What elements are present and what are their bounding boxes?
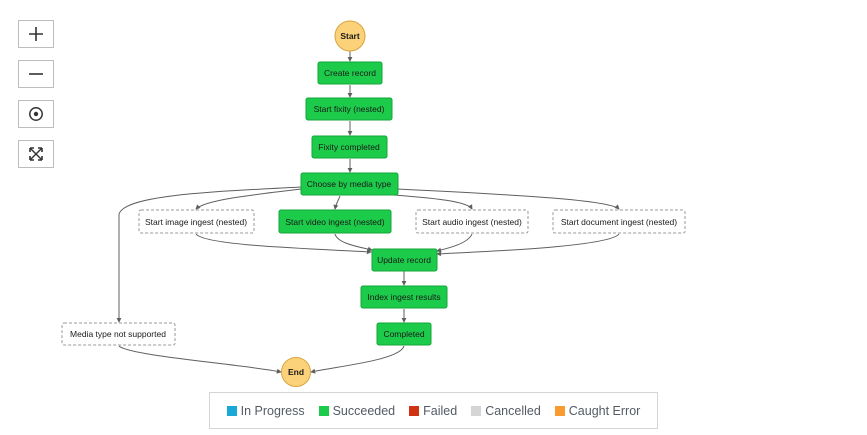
- node-create-record-label: Create record: [324, 68, 376, 78]
- node-audio-ingest-label: Start audio ingest (nested): [422, 217, 522, 227]
- node-create-record[interactable]: Create record: [317, 61, 383, 85]
- node-fixity-completed-label: Fixity completed: [318, 142, 380, 152]
- node-media-not-supported[interactable]: Media type not supported: [61, 322, 176, 346]
- graph-edges: [116, 51, 620, 374]
- legend-swatch: [554, 405, 565, 416]
- fit-to-screen-button[interactable]: [18, 140, 54, 168]
- legend-label: Succeeded: [332, 403, 396, 418]
- legend-swatch: [318, 405, 329, 416]
- node-completed[interactable]: Completed: [376, 322, 432, 346]
- legend-label: Failed: [423, 403, 458, 418]
- edge-choose-document: [396, 188, 620, 210]
- zoom-in-button[interactable]: [18, 20, 54, 48]
- legend-label: In Progress: [240, 403, 305, 418]
- edge-choose-unsupported: [116, 186, 303, 323]
- legend-swatch: [226, 405, 237, 416]
- zoom-out-button[interactable]: [18, 60, 54, 88]
- node-video-ingest-label: Start video ingest (nested): [285, 217, 384, 227]
- edge-choose-video: [333, 195, 341, 210]
- legend-item-caught-error: Caught Error: [554, 403, 641, 418]
- legend-item-cancelled: Cancelled: [471, 404, 541, 418]
- node-start[interactable]: Start: [334, 20, 366, 52]
- node-index-results-label: Index ingest results: [367, 292, 440, 302]
- edge-completed-end: [310, 345, 405, 374]
- legend-item-succeeded: Succeeded: [318, 403, 396, 418]
- node-choose-media-type[interactable]: Choose by media type: [300, 172, 399, 196]
- node-end[interactable]: End: [281, 357, 311, 387]
- edge-choose-image: [195, 188, 303, 210]
- node-image-ingest-label: Start image ingest (nested): [145, 217, 247, 227]
- node-media-not-supported-label: Media type not supported: [70, 329, 166, 339]
- expand-icon: [29, 147, 43, 161]
- edge-image-update: [195, 233, 372, 255]
- node-video-ingest[interactable]: Start video ingest (nested): [278, 209, 392, 234]
- legend-item-in-progress: In Progress: [226, 403, 305, 418]
- node-image-ingest[interactable]: Start image ingest (nested): [138, 209, 255, 234]
- node-document-ingest-label: Start document ingest (nested): [561, 217, 677, 227]
- target-icon: [29, 107, 43, 121]
- legend-swatch: [471, 405, 482, 416]
- node-start-fixity[interactable]: Start fixity (nested): [305, 97, 393, 121]
- edge-audio-update: [436, 233, 473, 253]
- legend-label: Caught Error: [568, 403, 641, 418]
- edge-unsupported-end: [118, 345, 282, 374]
- node-update-record[interactable]: Update record: [371, 248, 438, 272]
- node-completed-label: Completed: [383, 329, 424, 339]
- node-index-results[interactable]: Index ingest results: [360, 285, 448, 309]
- edge-document-update: [436, 233, 620, 257]
- node-audio-ingest[interactable]: Start audio ingest (nested): [415, 209, 529, 234]
- node-end-label: End: [288, 367, 304, 377]
- status-legend: In Progress Succeeded Failed Cancelled C…: [209, 392, 658, 429]
- node-start-label: Start: [340, 31, 360, 41]
- node-choose-media-type-label: Choose by media type: [307, 179, 392, 189]
- minus-icon: [29, 73, 43, 75]
- edge-choose-audio: [379, 193, 473, 210]
- plus-icon: [29, 27, 43, 41]
- legend-label: Cancelled: [485, 403, 541, 418]
- node-document-ingest[interactable]: Start document ingest (nested): [552, 209, 686, 234]
- node-update-record-label: Update record: [377, 255, 431, 265]
- node-start-fixity-label: Start fixity (nested): [314, 104, 385, 114]
- node-fixity-completed[interactable]: Fixity completed: [311, 135, 388, 159]
- legend-swatch: [409, 405, 420, 416]
- legend-item-failed: Failed: [409, 404, 457, 418]
- center-button[interactable]: [18, 100, 54, 128]
- workflow-graph: Start Create record Start fixity (nested…: [61, 20, 686, 387]
- edge-video-update: [334, 233, 373, 252]
